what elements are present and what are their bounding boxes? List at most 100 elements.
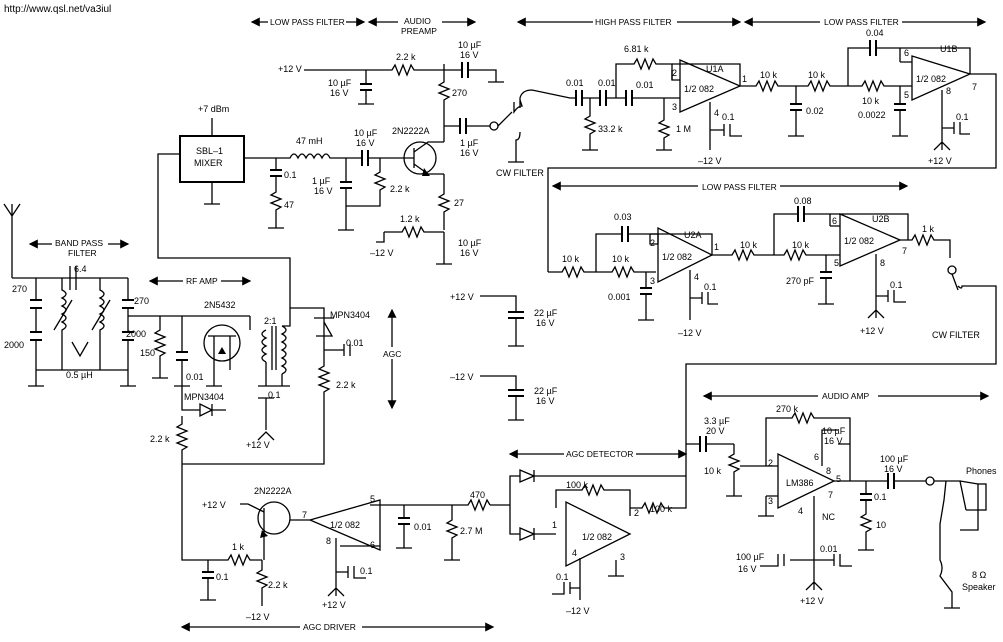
u2a-pin2: 2 — [650, 238, 655, 248]
section-hpf: HIGH PASS FILTER — [516, 15, 742, 28]
c-01-u2b: 0.1 — [890, 280, 903, 290]
pin5-drv: 5 — [370, 494, 375, 504]
inductor-47mh: 47 mH — [296, 136, 323, 146]
u1b-pin8: 8 — [946, 86, 951, 96]
c-01-det: 0.1 — [556, 572, 569, 582]
r-470: 470 — [470, 490, 485, 500]
lm386-pin4: 4 — [798, 506, 803, 516]
c-01-u1a: 0.1 — [722, 112, 735, 122]
minus12-decoup: –12 V — [450, 372, 474, 382]
q-2n5432: 2N5432 — [204, 300, 236, 310]
section-rfamp: RF AMP — [148, 274, 252, 286]
c-1uf-b1: 1 µF — [312, 176, 331, 186]
c-10uf-e1: 10 µF — [822, 426, 846, 436]
c-01-drv2: 0.1 — [360, 566, 373, 576]
url-text: http://www.qsl.net/va3iul — [4, 4, 111, 15]
r-10k-5: 10 k — [612, 254, 630, 264]
op-det-pin1: 1 — [552, 520, 557, 530]
u2a-pin3: 3 — [650, 276, 655, 286]
c-01a: 0.1 — [284, 170, 297, 180]
r-6-81k: 6.81 k — [624, 44, 649, 54]
c-10uf-c1: 10 µF — [458, 40, 482, 50]
minus12-u1a: –12 V — [698, 156, 722, 166]
c-10uf-b2: 16 V — [356, 138, 375, 148]
section-bpf: BAND PASS FILTER — [28, 236, 130, 258]
r-22k-preamp: 2.2 k — [396, 52, 416, 62]
low-pass-filter-3: 10 k 10 k 0.03 0.001 U2A 1/2 082 2 3 1 4… — [548, 196, 997, 476]
c-001a: 0.01 — [566, 78, 584, 88]
plus12-q-drv: +12 V — [202, 500, 226, 510]
lm386-pin3: 3 — [768, 496, 773, 506]
section-agc-driver: AGC DRIVER — [180, 620, 495, 632]
minus12-det: –12 V — [566, 606, 590, 616]
section-hpf-label: HIGH PASS FILTER — [595, 17, 672, 27]
u2b-pin8: 8 — [880, 258, 885, 268]
c-01-amp: 0.1 — [874, 492, 887, 502]
plus12-decoup: +12 V — [450, 292, 474, 302]
u1a-pin1: 1 — [742, 74, 747, 84]
r-2-7m: 2.7 M — [460, 526, 483, 536]
c-22uf-b1: 22 µF — [534, 386, 558, 396]
c-270pf: 270 pF — [786, 276, 815, 286]
r-270: 270 — [452, 88, 467, 98]
mixer-label2: MIXER — [194, 158, 223, 168]
section-agc-detector-label: AGC DETECTOR — [566, 449, 633, 459]
supply-decoupling: +12 V 22 µF 16 V –12 V 22 µF 16 V — [450, 292, 558, 421]
op-det-pin4: 4 — [572, 548, 577, 558]
c-100uf-a1: 100 µF — [880, 454, 909, 464]
speaker-label: Speaker — [962, 582, 996, 592]
plus12-u1b: +12 V — [928, 156, 952, 166]
u2b-type: 1/2 082 — [844, 236, 874, 246]
r-22k-a: 2.2 k — [390, 184, 410, 194]
high-pass-filter: 0.01 0.01 0.01 33.2 k 6.81 k 1 M U1A 1/2… — [519, 44, 747, 166]
mixer: SBL–1 MIXER +7 dBm — [157, 104, 291, 308]
c-2000a: 2000 — [4, 340, 24, 350]
r-10k-4: 10 k — [562, 254, 580, 264]
section-agc: AGC — [382, 308, 404, 410]
c-001-amp: 0.01 — [820, 544, 838, 554]
c-1uf-a2: 16 V — [460, 148, 479, 158]
minus12-drv: –12 V — [246, 612, 270, 622]
r-10k-vol: 10 k — [704, 466, 722, 476]
d-mpn2: MPN3404 — [184, 392, 224, 402]
plus12-amp: +12 V — [800, 596, 824, 606]
cw-filter-1: CW FILTER — [496, 168, 544, 178]
q1-label: 2N2222A — [392, 126, 430, 136]
u2a-pin1: 1 — [714, 242, 719, 252]
l-6-4: 6.4 — [74, 264, 87, 274]
u1b-pin6: 6 — [904, 48, 909, 58]
c-001b: 0.01 — [598, 78, 616, 88]
r-47: 47 — [284, 200, 294, 210]
d-mpn1: MPN3404 — [330, 310, 370, 320]
plus12-rf: +12 V — [246, 440, 270, 450]
r-10k-2: 10 k — [808, 70, 826, 80]
u1b-pin5: 5 — [904, 90, 909, 100]
r-10: 10 — [876, 520, 886, 530]
r-22k-rf: 2.2 k — [150, 434, 170, 444]
r-10k-6: 10 k — [740, 240, 758, 250]
nc-label: NC — [822, 512, 835, 522]
section-rfamp-label: RF AMP — [186, 276, 218, 286]
pin7-drv: 7 — [302, 510, 307, 520]
c-22uf-a1: 22 µF — [534, 308, 558, 318]
u1b-label: U1B — [940, 44, 958, 54]
u2b-label: U2B — [872, 214, 890, 224]
u2a-pin4: 4 — [694, 272, 699, 282]
audio-amp: 3.3 µF 20 V 10 k LM386 2 3 4 5 6 7 8 270… — [686, 404, 997, 609]
low-pass-filter-1: 47 mH 0.1 47 10 µF 16 V — [244, 128, 404, 229]
u1a-pin3: 3 — [672, 102, 677, 112]
c-01-rf: 0.1 — [268, 390, 281, 400]
section-agc-label: AGC — [383, 349, 401, 359]
c-22uf-a2: 16 V — [536, 318, 555, 328]
r-100k-a: 100 k — [566, 480, 589, 490]
c-270a: 270 — [12, 284, 27, 294]
c-008: 0.08 — [794, 196, 812, 206]
band-pass-filter: 6.4 270 2000 270 2000 0.5 µH — [4, 264, 149, 387]
section-lpf2-label: LOW PASS FILTER — [824, 17, 899, 27]
r-10k-1: 10 k — [760, 70, 778, 80]
r-22k-agc: 2.2 k — [336, 380, 356, 390]
agc-driver: 470 2.7 M 0.01 1/2 082 7 5 6 8 +12 V 0.1… — [181, 464, 491, 622]
section-preamp-label2: PREAMP — [401, 26, 437, 36]
section-lpf3-label: LOW PASS FILTER — [702, 182, 777, 192]
c-01-drv1: 0.1 — [216, 572, 229, 582]
